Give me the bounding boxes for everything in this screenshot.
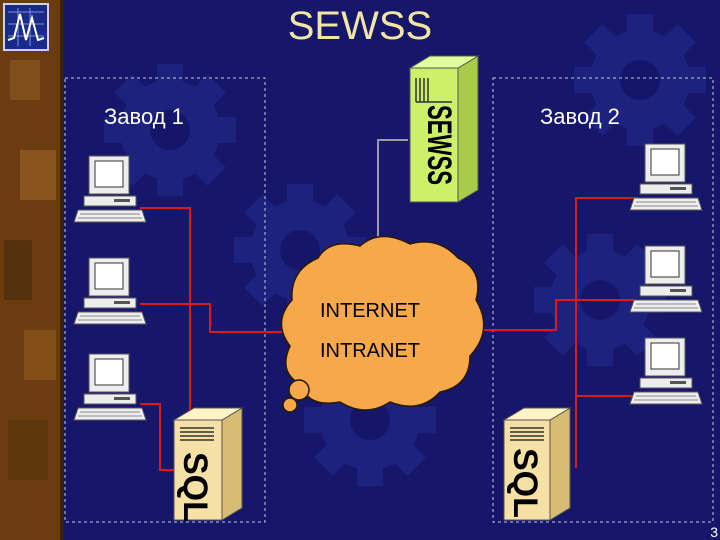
network-cloud	[280, 235, 485, 413]
sewss-server-label: SEWSS	[420, 105, 458, 185]
plant2-region	[492, 77, 714, 523]
plant2-sql-server: SQL	[502, 407, 572, 521]
cloud-intranet-label: INTRANET	[320, 340, 420, 362]
oscilloscope-logo-icon	[3, 3, 49, 51]
plant1-workstation-2	[73, 257, 147, 325]
plant2-sql-label: SQL	[506, 448, 544, 518]
slide-number: 3	[710, 524, 718, 540]
plant1-region	[64, 77, 266, 523]
left-decorative-strip	[0, 0, 63, 540]
plant2-links	[478, 197, 638, 468]
plant2-label: Завод 2	[540, 104, 620, 129]
plant1-sql-label: SQL	[176, 452, 214, 522]
cloud-internet-label: INTERNET	[320, 300, 420, 322]
plant2-workstation-1	[629, 143, 703, 211]
plant1-workstation-3	[73, 353, 147, 421]
slide-title: SEWSS	[287, 4, 433, 48]
sewss-server: SEWSS	[408, 55, 480, 203]
plant1-sql-server: SQL	[172, 407, 244, 522]
plant1-label: Завод 1	[104, 104, 184, 129]
sewss-link	[377, 139, 408, 250]
plant1-links	[140, 207, 300, 471]
